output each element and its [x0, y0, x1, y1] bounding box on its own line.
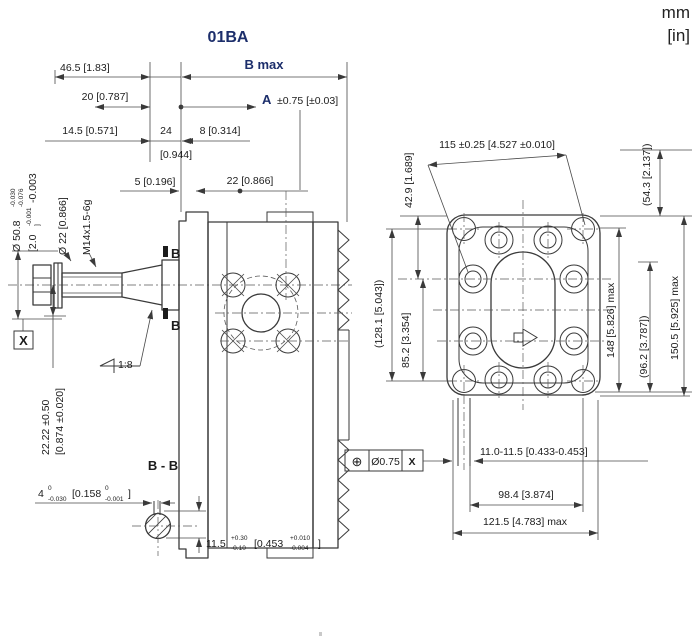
dim-slot: 11.0-11.5 [0.433-0.453]	[480, 446, 588, 458]
bb-dim-4-inch: [0.158	[72, 488, 101, 500]
bb-dim-4: 4	[38, 488, 44, 500]
bb-dim-11-5-inch-close: ]	[318, 538, 321, 550]
rotation-arrow	[513, 328, 538, 347]
shaft-section-circle	[132, 500, 200, 556]
corner-mounting-holes	[448, 213, 599, 397]
rear-flange-outline	[446, 214, 601, 396]
taper-label: 1:8	[118, 359, 133, 371]
cooling-ribs-top	[337, 229, 350, 331]
section-cut-marks: B B	[163, 246, 180, 333]
drain-slot	[457, 395, 471, 470]
bb-dim-4-sub: -0.030	[48, 496, 67, 503]
position-tolerance-frame: ⊕ Ø0.75 X	[344, 449, 452, 472]
bb-dim-11-5-inch-sup: +0.010	[290, 535, 310, 542]
units-mm-label: mm	[662, 3, 690, 22]
position-datum-ref: X	[408, 456, 415, 468]
rear-view-drawing	[398, 200, 615, 470]
dia-22-label: Ø 22 [0.866]	[57, 197, 69, 255]
dim-85-2: 85.2 [3.354]	[400, 312, 412, 368]
bb-dim-11-5-inch: [0.453	[254, 538, 283, 550]
position-symbol: ⊕	[352, 454, 363, 469]
dim-24: 24	[160, 125, 172, 137]
section-bb: B - B 4 0 -0.030 [0.158 0 -0.001 ]	[35, 458, 321, 556]
cooling-ribs-bottom	[337, 439, 350, 541]
dia-50-8-inch-close: -0.003	[27, 173, 39, 203]
section-bb-title: B - B	[148, 458, 178, 473]
datum-x-flag: X	[13, 330, 34, 350]
dim-96-2: (96.2 [3.787])	[638, 316, 650, 378]
dim-b-max: B max	[244, 57, 284, 72]
position-tolerance-value: Ø0.75	[371, 456, 400, 468]
dim-22-22-inch: [0.874 ±0.020]	[54, 388, 66, 455]
dim-14-5: 14.5 [0.571]	[62, 125, 118, 137]
units-in-label: [in]	[667, 26, 690, 45]
taper-note: 1:8	[99, 309, 154, 373]
bb-dim-4-inch-sup: 0	[105, 485, 109, 492]
dia-50-8-inch-sup: -0.001	[26, 207, 33, 226]
bb-dim-11-5-sub: -0.10	[231, 545, 246, 552]
dim-24-inch: [0.944]	[160, 149, 192, 161]
bottom-boss	[266, 547, 314, 559]
dia-50-8-inch: [2.0	[27, 234, 39, 252]
dim-46-5: 46.5 [1.83]	[60, 62, 110, 74]
dim-98-4: 98.4 [3.874]	[498, 489, 554, 501]
washer	[53, 262, 63, 309]
port-screw-hole	[220, 272, 246, 298]
datum-x-label: X	[19, 333, 28, 348]
section-b-label-bottom: B	[171, 318, 180, 333]
dim-128-1: (128.1 [5.043])	[373, 280, 385, 348]
dim-42-9: 42.9 [1.689]	[403, 152, 415, 208]
header: mm [in] 01BA	[208, 3, 690, 46]
bb-dim-4-inch-sub: -0.001	[105, 496, 124, 503]
dim-a-letter: A	[262, 92, 272, 107]
dim-22-22: 22.22 ±0.50 [0.874 ±0.020]	[40, 285, 66, 455]
dim-a-tolerance: ±0.75 [±0.03]	[277, 95, 338, 107]
port-screw-holes	[220, 272, 301, 354]
dim-20: 20 [0.787]	[82, 91, 129, 103]
bb-dim-11-5-sup: +0.30	[231, 535, 248, 542]
port-screw-hole	[275, 272, 301, 298]
mounting-flange	[178, 211, 209, 559]
section-b-label-top: B	[171, 246, 180, 261]
dim-150-5: 150.5 [5.925] max	[669, 275, 681, 360]
dim-54-3: (54.3 [2.137])	[641, 144, 653, 206]
top-boss	[266, 211, 314, 223]
dia-50-8-label: Ø 50.8 -0.030 -0.076 [2.0 -0.001 ] -0.00…	[10, 173, 41, 252]
cover-screws	[458, 222, 589, 398]
dia-50-8-sup: -0.030	[10, 188, 17, 207]
rear-cover	[312, 221, 350, 549]
side-view-dimensions: 46.5 [1.83] B max 20 [0.787] A ±0.75 [±0…	[10, 57, 348, 455]
dia-50-8-sub: -0.076	[18, 188, 25, 207]
dia-50-8-main: Ø 50.8	[11, 220, 23, 252]
dim-115: 115 ±0.25 [4.527 ±0.010]	[439, 139, 555, 151]
rear-view-dimensions: 115 ±0.25 [4.527 ±0.010] 42.9 [1.689] (1…	[344, 139, 692, 540]
page-title: 01BA	[208, 29, 249, 46]
scan-artifact	[319, 632, 322, 636]
dim-22-22-mm: 22.22 ±0.50	[40, 399, 52, 455]
bb-dim-11-5-inch-sub: -0.004	[290, 545, 309, 552]
dim-8: 8 [0.314]	[200, 125, 241, 137]
dia-50-8-inch-sub: ]	[34, 224, 41, 226]
threaded-shaft	[61, 272, 123, 298]
bb-dim-11-5: 11.5	[206, 538, 226, 550]
rear-casting-contour	[458, 226, 589, 384]
dim-148: 148 [5.826] max	[605, 282, 617, 358]
dim-5: 5 [0.196]	[135, 176, 176, 188]
dim-121-5: 121.5 [4.783] max	[483, 516, 568, 528]
thread-label: M14x1.5-6g	[81, 199, 93, 255]
dim-22: 22 [0.866]	[227, 175, 274, 187]
side-view-drawing: B B	[8, 211, 352, 559]
bb-dim-4-inch-close: ]	[128, 488, 131, 500]
bb-dim-4-sup: 0	[48, 485, 52, 492]
pump-body	[207, 211, 314, 559]
